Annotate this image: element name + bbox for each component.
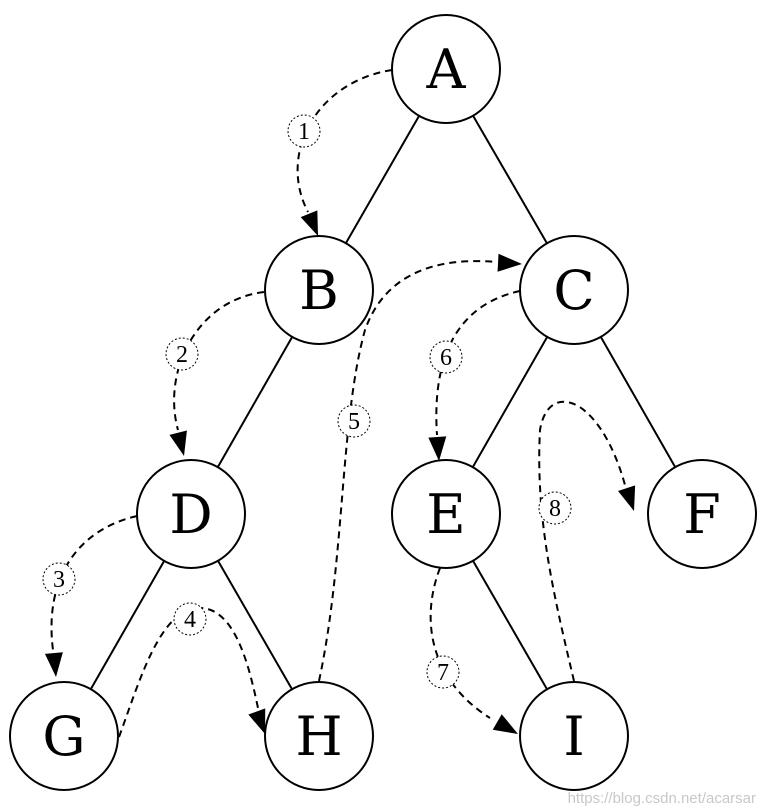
- node-label: C: [553, 259, 594, 322]
- step-label-7: 7: [426, 655, 460, 689]
- traversal-arrow-D-G: [50, 515, 138, 651]
- arrowhead-4: [248, 708, 266, 734]
- node-label: I: [563, 705, 584, 768]
- node-circle: [647, 459, 757, 569]
- step-circle: [287, 114, 321, 148]
- node-e: E: [391, 459, 501, 569]
- step-label-6: 6: [429, 340, 463, 374]
- arrowhead-6: [428, 436, 447, 461]
- traversal-arrow-H-C: [318, 260, 498, 682]
- edge-A-B: [345, 115, 420, 244]
- arrowhead-1: [300, 210, 318, 236]
- node-d: D: [136, 459, 246, 569]
- step-circle: [42, 562, 76, 596]
- edge-C-F: [599, 336, 677, 468]
- step-number: 6: [440, 345, 452, 371]
- step-labels: 1 2 3 4 5 6 7 8: [42, 114, 572, 689]
- traversal-arrows: [44, 69, 636, 738]
- node-i: I: [519, 681, 629, 791]
- step-number: 8: [549, 496, 561, 522]
- node-circle: [136, 459, 246, 569]
- edge-E-I: [472, 560, 548, 690]
- step-circle: [165, 337, 199, 371]
- step-circle: [538, 491, 572, 525]
- step-number: 3: [53, 567, 65, 593]
- step-label-1: 1: [287, 114, 321, 148]
- node-circle: [9, 681, 119, 791]
- node-b: B: [264, 235, 374, 345]
- step-circle: [337, 404, 371, 438]
- traversal-arrow-C-E: [435, 290, 521, 436]
- node-label: H: [295, 705, 342, 768]
- node-h: H: [264, 681, 374, 791]
- step-label-8: 8: [538, 491, 572, 525]
- step-circle: [173, 602, 207, 636]
- node-circle: [391, 459, 501, 569]
- edge-A-C: [472, 115, 548, 244]
- node-label: B: [299, 259, 339, 322]
- arrowhead-3: [44, 652, 63, 677]
- step-label-4: 4: [173, 602, 207, 636]
- node-circle: [264, 235, 374, 345]
- edge-D-H: [217, 560, 293, 690]
- node-f: F: [647, 459, 757, 569]
- node-circle: [391, 14, 501, 124]
- watermark: https://blog.csdn.net/acarsar: [567, 790, 756, 807]
- node-label: F: [683, 483, 720, 546]
- step-number: 2: [176, 342, 188, 368]
- step-label-5: 5: [337, 404, 371, 438]
- node-c: C: [519, 235, 629, 345]
- arrowhead-5: [497, 253, 522, 272]
- traversal-arrow-E-I: [429, 567, 491, 719]
- tree-edges: [89, 115, 677, 690]
- node-label: E: [426, 483, 465, 546]
- node-a: A: [391, 14, 501, 124]
- step-number: 4: [184, 607, 196, 633]
- node-circle: [519, 681, 629, 791]
- step-label-3: 3: [42, 562, 76, 596]
- node-circle: [519, 235, 629, 345]
- node-g: G: [9, 681, 119, 791]
- traversal-arrow-B-D: [173, 291, 265, 431]
- step-number: 5: [348, 409, 360, 435]
- node-circle: [264, 681, 374, 791]
- node-label: G: [42, 705, 85, 768]
- step-circle: [429, 340, 463, 374]
- step-label-2: 2: [165, 337, 199, 371]
- arrowhead-8: [618, 485, 636, 511]
- node-label: D: [169, 483, 212, 546]
- arrowhead-2: [169, 430, 187, 456]
- step-number: 1: [298, 119, 310, 145]
- node-label: A: [426, 38, 467, 101]
- tree-nodes: A B C D E F G H I: [9, 14, 757, 791]
- step-number: 7: [437, 660, 449, 686]
- step-circle: [426, 655, 460, 689]
- edge-C-E: [471, 336, 549, 468]
- traversal-arrow-I-F: [538, 400, 626, 682]
- edge-D-G: [89, 560, 166, 690]
- edge-B-D: [216, 336, 294, 468]
- arrowhead-7: [492, 714, 518, 734]
